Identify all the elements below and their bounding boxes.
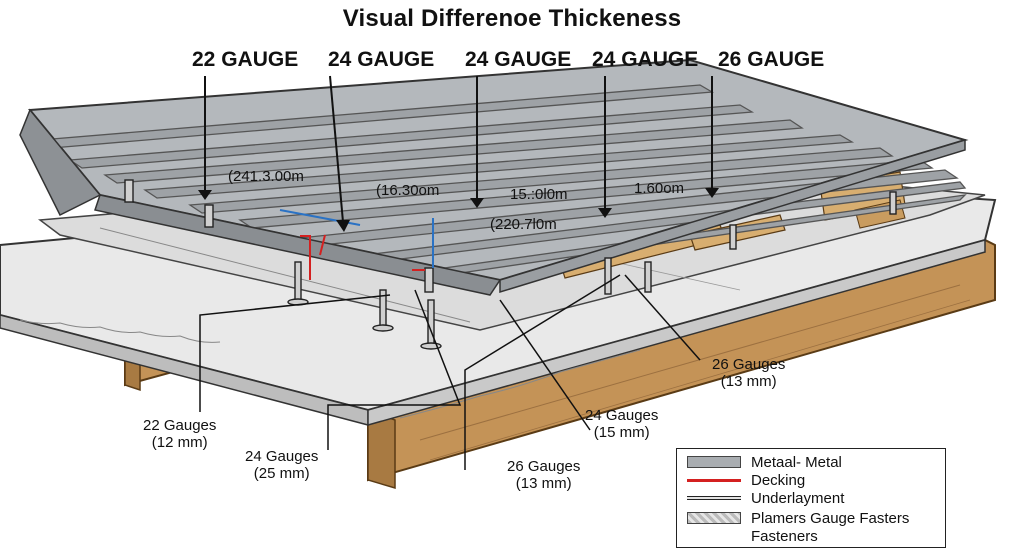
red-markers: [300, 234, 425, 280]
legend-swatch-decking: [687, 478, 741, 482]
legend-swatch-planers: [687, 512, 741, 524]
callout-26a-name: 26 Gauges: [712, 356, 786, 373]
legend: Metaal- Metal Decking Underlayment Plame…: [676, 448, 946, 548]
callout-26-gauges-a: 26 Gauges (13 mm): [712, 356, 785, 390]
callout-leader-lines: [199, 274, 701, 470]
callout-26a-size: (13 mm): [720, 373, 777, 390]
legend-label-planers: Plamers Gauge Fasters: [751, 509, 910, 527]
legend-label-decking: Decking: [751, 471, 806, 489]
legend-label-metal: Metaal- Metal: [751, 453, 842, 471]
metal-roof-panel: [19, 58, 969, 296]
callout-24b-size: (15 mm): [593, 424, 650, 441]
legend-row-fasteners: Fasteners: [687, 527, 818, 545]
callout-22-name: 22 Gauges: [143, 417, 217, 434]
legend-swatch-metal: [687, 456, 741, 468]
gauge-header-2: 24 GAUGE: [328, 48, 435, 71]
gauge-leader-lines: [204, 75, 713, 223]
callout-24b-name: 24 Gauges: [585, 407, 659, 424]
gauge-header-1: 22 GAUGE: [192, 48, 299, 71]
callout-26b-size: (13 mm): [515, 475, 572, 492]
gauge-header-3: 24 GAUGE: [465, 48, 572, 71]
callout-24-gauges-b: 24 Gauges (15 mm): [585, 407, 658, 441]
legend-row-planers: Plamers Gauge Fasters: [687, 509, 909, 527]
gauge-header-4: 24 GAUGE: [592, 48, 699, 71]
measurement-4: 1.60om: [634, 180, 685, 197]
callout-24-gauges-a: 24 Gauges (25 mm): [245, 448, 318, 482]
callout-22-gauges: 22 Gauges (12 mm): [143, 417, 216, 451]
measurement-5: (220.7l0m: [490, 216, 557, 233]
legend-label-underlayment: Underlayment: [751, 489, 845, 507]
legend-row-decking: Decking: [687, 471, 805, 489]
legend-swatch-underlayment: [687, 496, 741, 500]
callout-22-size: (12 mm): [151, 434, 208, 451]
legend-row-metal: Metaal- Metal: [687, 453, 842, 471]
diagram-title: Visual Differenoe Thickeness: [342, 5, 682, 32]
callout-26b-name: 26 Gauges: [507, 458, 581, 475]
callout-24a-size: (25 mm): [253, 465, 310, 482]
measurement-3: 15.:0l0m: [510, 186, 568, 203]
legend-row-underlayment: Underlayment: [687, 489, 844, 507]
gauge-header-5: 26 GAUGE: [718, 48, 825, 71]
callout-24a-name: 24 Gauges: [245, 448, 319, 465]
legend-swatch-fasteners: [687, 530, 741, 542]
callout-26-gauges-b: 26 Gauges (13 mm): [507, 458, 580, 492]
legend-label-fasteners: Fasteners: [751, 527, 818, 545]
measurement-1: (241.3.00m: [228, 168, 304, 185]
measurement-2: (16.30om: [376, 182, 440, 199]
gauge-arrowheads: [198, 188, 719, 232]
